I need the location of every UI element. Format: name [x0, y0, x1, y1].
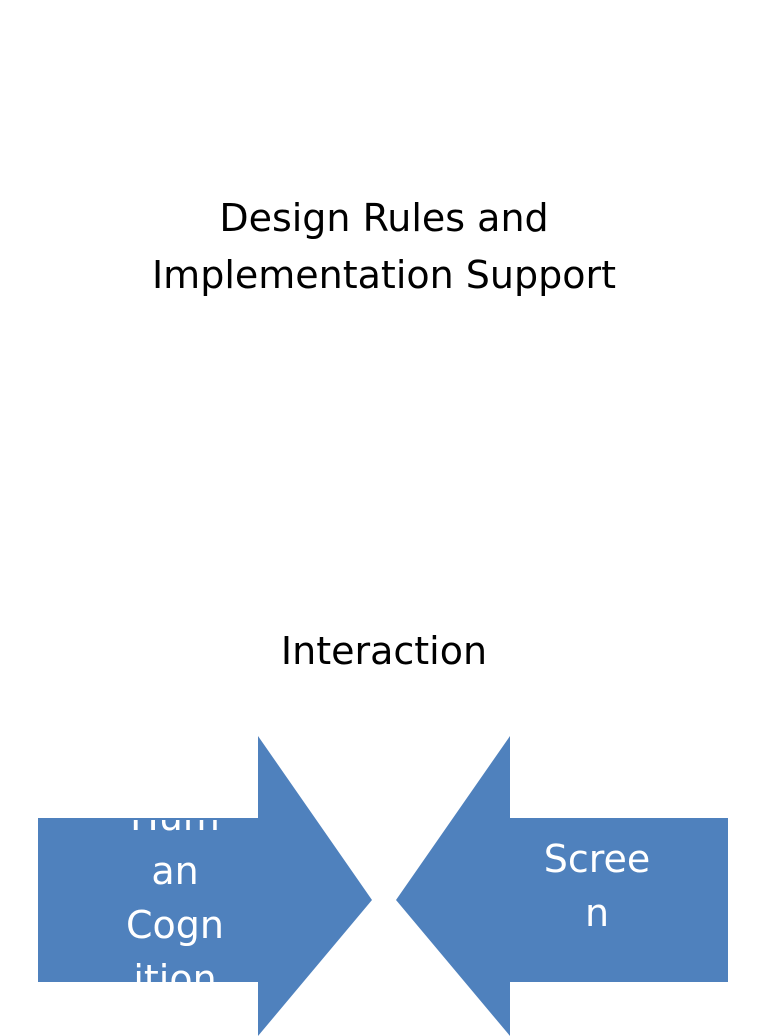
label-part: n [584, 891, 610, 935]
label-part: an [151, 849, 199, 893]
interaction-label: Interaction [280, 629, 488, 673]
right-arrow-shape [38, 736, 372, 1036]
label-part: Scree [543, 837, 651, 881]
human-cognition-arrow: Hum an Cogn ition [38, 736, 374, 1036]
screen-label: Scree n [522, 818, 672, 982]
label-part: ition [133, 957, 217, 984]
label-part: Hum [100, 820, 250, 844]
label-part: Cogn [126, 903, 224, 947]
left-arrow-shape [396, 736, 728, 1036]
title-line-1: Design Rules and [219, 196, 549, 240]
screen-arrow: Scree n [394, 736, 730, 1036]
title-line-2: Implementation Support [151, 253, 617, 297]
human-cognition-label: Hum an Cogn ition [100, 820, 250, 984]
slide-title: Design Rules and Implementation Support [0, 190, 768, 304]
